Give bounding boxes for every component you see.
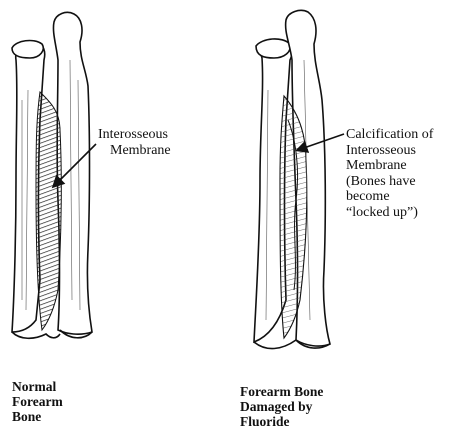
normal-forearm-bone-illustration xyxy=(12,12,92,338)
damaged-membrane-label-line: Interosseous xyxy=(346,143,433,159)
damaged-membrane-label-line: Calcification of xyxy=(346,127,433,143)
normal-membrane-label: Interosseous Membrane xyxy=(98,127,171,158)
damaged-bone-caption-line: Fluoride xyxy=(240,414,323,429)
damaged-bone-caption-line: Damaged by xyxy=(240,399,323,414)
damaged-membrane-label: Calcification of Interosseous Membrane (… xyxy=(346,127,433,220)
normal-membrane-label-line: Membrane xyxy=(98,143,171,159)
normal-membrane-label-line: Interosseous xyxy=(98,127,171,143)
normal-bone-caption-line: Bone xyxy=(12,409,63,424)
damaged-forearm-bone-illustration xyxy=(254,10,330,348)
normal-bone-caption-line: Forearm xyxy=(12,394,63,409)
damaged-membrane-label-line: become xyxy=(346,189,433,205)
damaged-bone-caption: Forearm Bone Damaged by Fluoride xyxy=(240,384,323,429)
normal-bone-caption: Normal Forearm Bone xyxy=(12,379,63,424)
normal-bone-caption-line: Normal xyxy=(12,379,63,394)
damaged-membrane-label-line: “locked up”) xyxy=(346,205,433,221)
damaged-bone-caption-line: Forearm Bone xyxy=(240,384,323,399)
damaged-membrane-label-line: Membrane xyxy=(346,158,433,174)
damaged-membrane-label-line: (Bones have xyxy=(346,174,433,190)
